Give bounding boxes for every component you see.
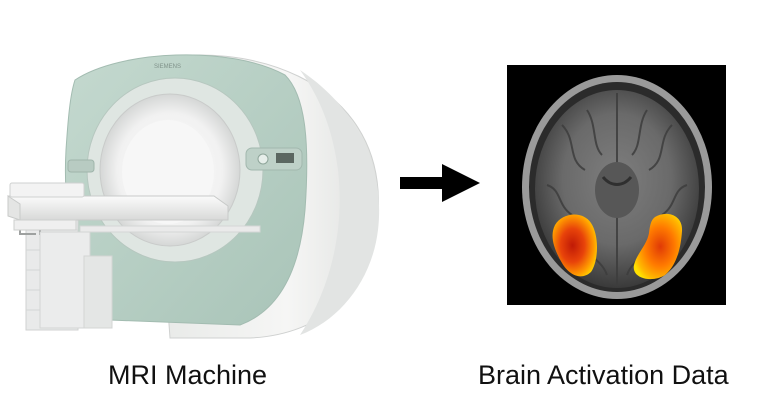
arrow-right [398, 160, 482, 206]
brain-activation-image [507, 65, 726, 305]
activation-right [633, 213, 683, 280]
activation-left [552, 214, 597, 277]
brain-scan-illustration [507, 65, 726, 305]
mri-brand-text: SIEMENS [154, 64, 181, 70]
mri-caption: MRI Machine [108, 360, 268, 390]
mri-machine-image: SIEMENS [0, 20, 390, 350]
mri-machine-illustration: SIEMENS [7, 54, 380, 339]
mri-control-panel-right [245, 147, 303, 171]
brain-caption: Brain Activation Data [478, 360, 729, 390]
right-arrow-icon [400, 164, 480, 202]
